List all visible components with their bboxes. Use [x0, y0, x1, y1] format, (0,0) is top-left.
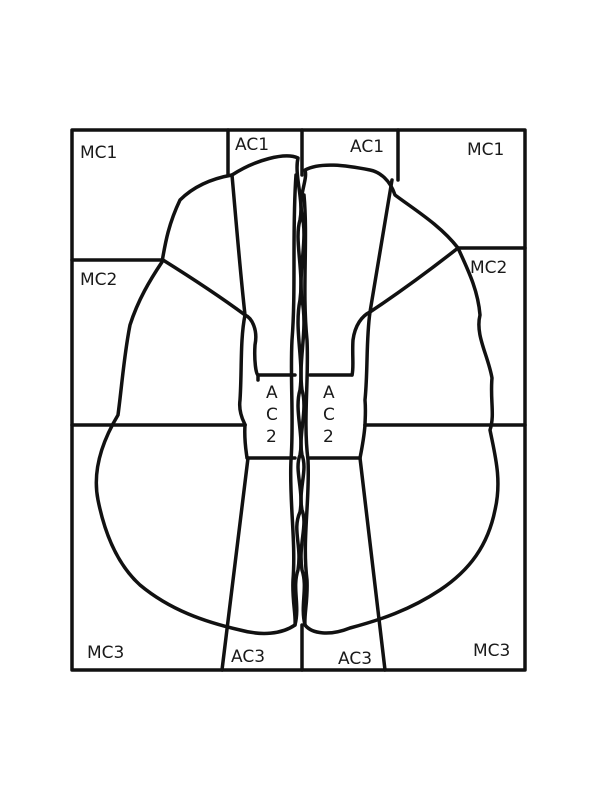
label-mc1-right: MC1 — [467, 140, 504, 160]
mc2-right-boundary — [368, 246, 460, 314]
label-ac3-right: AC3 — [338, 649, 372, 669]
label-ac3-left: AC3 — [231, 647, 265, 667]
midline-left — [288, 173, 298, 627]
label-ac2-right-a: A — [323, 383, 335, 403]
right-hemisphere-outline — [299, 163, 500, 635]
label-mc2-right: MC2 — [470, 258, 507, 278]
label-ac2-left-a: A — [266, 383, 278, 403]
label-mc2-left: MC2 — [80, 270, 117, 290]
ac2-right-box — [308, 373, 367, 460]
label-ac2-right-c: C — [323, 405, 335, 425]
mc2-left-boundary — [161, 258, 247, 317]
midline-right — [302, 193, 311, 627]
label-ac1-right: AC1 — [350, 137, 384, 157]
label-ac2-left-n: 2 — [266, 427, 277, 447]
label-ac2-right-n: 2 — [323, 427, 334, 447]
ac2-right-side — [363, 310, 372, 427]
aca-boundary-right-upper — [350, 178, 394, 377]
ac3-left-boundary — [220, 456, 250, 672]
left-hemisphere-outline — [94, 154, 303, 636]
aca-boundary-left-upper — [230, 173, 260, 377]
label-mc3-left: MC3 — [87, 643, 124, 663]
outer-frame — [70, 128, 527, 672]
label-ac1-left: AC1 — [235, 135, 269, 155]
label-mc3-right: MC3 — [473, 641, 510, 661]
ac2-left-side — [237, 313, 247, 427]
label-ac2-left-c: C — [266, 405, 278, 425]
label-mc1-left: MC1 — [80, 143, 117, 163]
ac3-right-boundary — [358, 456, 387, 672]
